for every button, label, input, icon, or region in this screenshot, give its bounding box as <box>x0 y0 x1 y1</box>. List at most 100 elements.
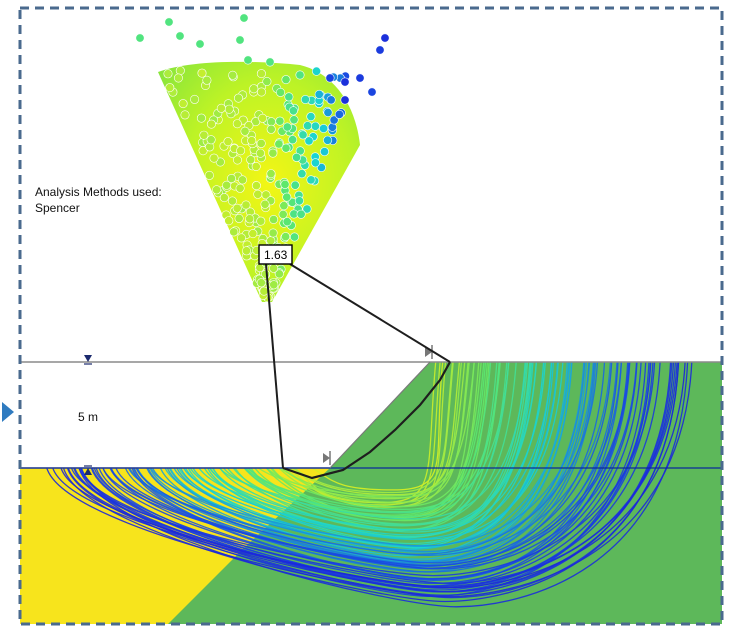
grid-point <box>298 130 308 140</box>
grid-point <box>292 152 302 162</box>
grid-point <box>259 286 269 296</box>
grid-point <box>251 162 261 172</box>
grid-point <box>219 193 229 203</box>
grid-point <box>223 137 233 147</box>
grid-point <box>265 57 275 67</box>
grid-point <box>281 75 291 85</box>
grid-point <box>196 113 206 123</box>
grid-point <box>274 269 284 279</box>
grid-point <box>241 200 251 210</box>
grid-point <box>202 75 212 85</box>
grid-point <box>306 175 316 185</box>
slip-surface-line <box>90 362 652 591</box>
grid-point <box>199 130 209 140</box>
slip-surface-line <box>151 362 595 553</box>
slip-surface-line <box>60 362 686 589</box>
grid-point <box>242 246 252 256</box>
grid-point <box>266 124 276 134</box>
grid-point <box>380 33 390 43</box>
grid-point <box>228 70 238 80</box>
slip-surface-line <box>93 362 642 585</box>
grid-point <box>280 179 290 189</box>
grid-point <box>261 190 271 200</box>
grid-point <box>326 95 336 105</box>
grid-point <box>209 153 219 163</box>
grid-point <box>310 158 320 168</box>
slip-surface-line <box>183 362 553 540</box>
slip-surface-line <box>109 362 631 569</box>
slip-surface-line <box>311 362 444 491</box>
grid-point <box>135 33 145 43</box>
grid-point <box>178 99 188 109</box>
pointer-arrow-icon <box>2 402 14 422</box>
grid-point <box>206 119 216 129</box>
grid-point <box>239 13 249 23</box>
grid-point <box>232 119 242 129</box>
slip-surface-line <box>176 362 570 553</box>
grid-point <box>316 163 326 173</box>
radius-line-right <box>289 263 451 363</box>
grid-point <box>269 215 279 225</box>
grid-point <box>266 117 276 127</box>
grid-point <box>260 199 270 209</box>
grid-point <box>212 185 222 195</box>
grid-point <box>282 192 292 202</box>
grid-point <box>256 87 266 97</box>
grid-point <box>251 181 261 191</box>
grid-point <box>238 175 248 185</box>
grid-point <box>266 169 276 179</box>
slip-surface-line <box>222 362 527 520</box>
grid-point <box>314 89 324 99</box>
critical-slip-surface <box>282 361 451 480</box>
grid-point <box>269 280 279 290</box>
slip-surface-line <box>135 362 613 564</box>
grid-point <box>296 209 306 219</box>
grid-point <box>224 104 234 114</box>
dimension-arrow-top <box>84 355 92 362</box>
grid-point <box>303 121 313 131</box>
grid-point <box>190 94 200 104</box>
grid-point <box>262 77 272 87</box>
grid-point <box>288 106 298 116</box>
grid-point <box>367 87 377 97</box>
grid-point <box>268 148 278 158</box>
grid-point <box>256 69 266 79</box>
grid-point <box>164 17 174 27</box>
slip-surface-line <box>280 362 470 499</box>
grid-point <box>340 95 350 105</box>
grid-point <box>375 45 385 55</box>
grid-point <box>275 116 285 126</box>
slip-surface-line <box>52 362 678 588</box>
grid-point <box>197 68 207 78</box>
grid-point <box>255 148 265 158</box>
grid-point <box>235 183 245 193</box>
grid-point <box>180 110 190 120</box>
grid-point <box>289 115 299 125</box>
grid-point <box>281 232 291 242</box>
grid-point <box>319 124 329 134</box>
grid-point <box>236 146 246 156</box>
grid-point <box>243 55 253 65</box>
grid-point <box>240 126 250 136</box>
grid-point <box>175 31 185 41</box>
grid-point <box>233 155 243 165</box>
radius-line-left <box>265 263 284 469</box>
grid-point <box>256 278 266 288</box>
grid-point <box>234 93 244 103</box>
grid-point <box>247 136 257 146</box>
grid-point <box>224 216 234 226</box>
grid-point <box>234 213 244 223</box>
dashed-frame <box>18 6 724 626</box>
grid-point <box>306 112 316 122</box>
slip-surface-line <box>102 362 630 567</box>
grid-point <box>269 263 279 273</box>
grid-point <box>256 138 266 148</box>
grid-point <box>216 103 226 113</box>
grid-point <box>236 233 246 243</box>
grid-point <box>323 108 333 118</box>
slip-surface-line <box>248 362 500 518</box>
grid-point <box>204 170 214 180</box>
slip-surface-line <box>78 362 689 608</box>
fs-label-box <box>258 244 293 265</box>
